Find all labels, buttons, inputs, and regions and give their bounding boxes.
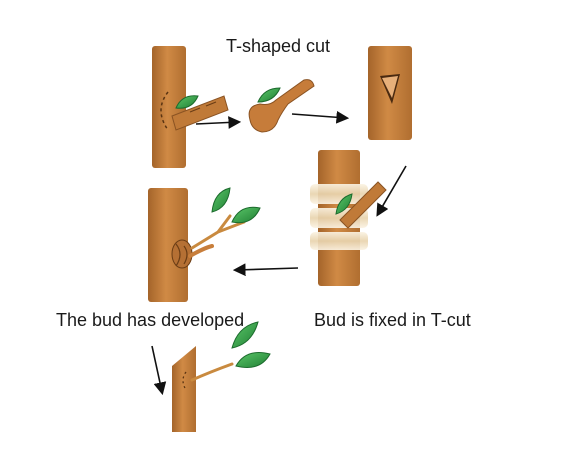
leaf-5a	[211, 187, 231, 213]
bud-shield-4	[339, 181, 387, 229]
stage1-stem-with-bud	[152, 46, 229, 168]
arrow-2	[291, 110, 350, 124]
bud-shield-1	[171, 95, 229, 131]
label-bud-fixed: Bud is fixed in T-cut	[314, 310, 471, 330]
bud-shield-2	[248, 79, 315, 133]
leaf-6b	[235, 352, 271, 368]
leaf-2	[257, 87, 281, 103]
stage6-grown-shoot	[172, 321, 271, 432]
wrap-band-3	[310, 232, 368, 250]
leaf-6a	[231, 321, 259, 349]
arrow-5	[151, 345, 167, 396]
cut-line	[160, 91, 169, 131]
arrow-4	[232, 263, 299, 277]
label-t-shaped-cut: T-shaped cut	[226, 36, 331, 56]
stage3-stem-t-cut	[368, 46, 412, 140]
label-bud-developed: The bud has developed	[56, 310, 245, 330]
arrow-1	[195, 116, 242, 129]
stem-1	[152, 46, 186, 168]
arrow-3	[376, 165, 407, 217]
stage2-bud-shield	[248, 79, 315, 133]
leaf-1	[175, 95, 199, 109]
stage4-bud-fixed	[310, 150, 387, 286]
leaf-5b	[231, 206, 261, 224]
stage5-bud-developed	[148, 187, 261, 302]
leaf-4	[335, 193, 353, 215]
shoot-5	[190, 214, 246, 250]
wrap-band-1	[310, 184, 368, 204]
stem-5	[148, 188, 188, 302]
shoot-6	[190, 362, 234, 382]
stem-6	[172, 346, 196, 432]
